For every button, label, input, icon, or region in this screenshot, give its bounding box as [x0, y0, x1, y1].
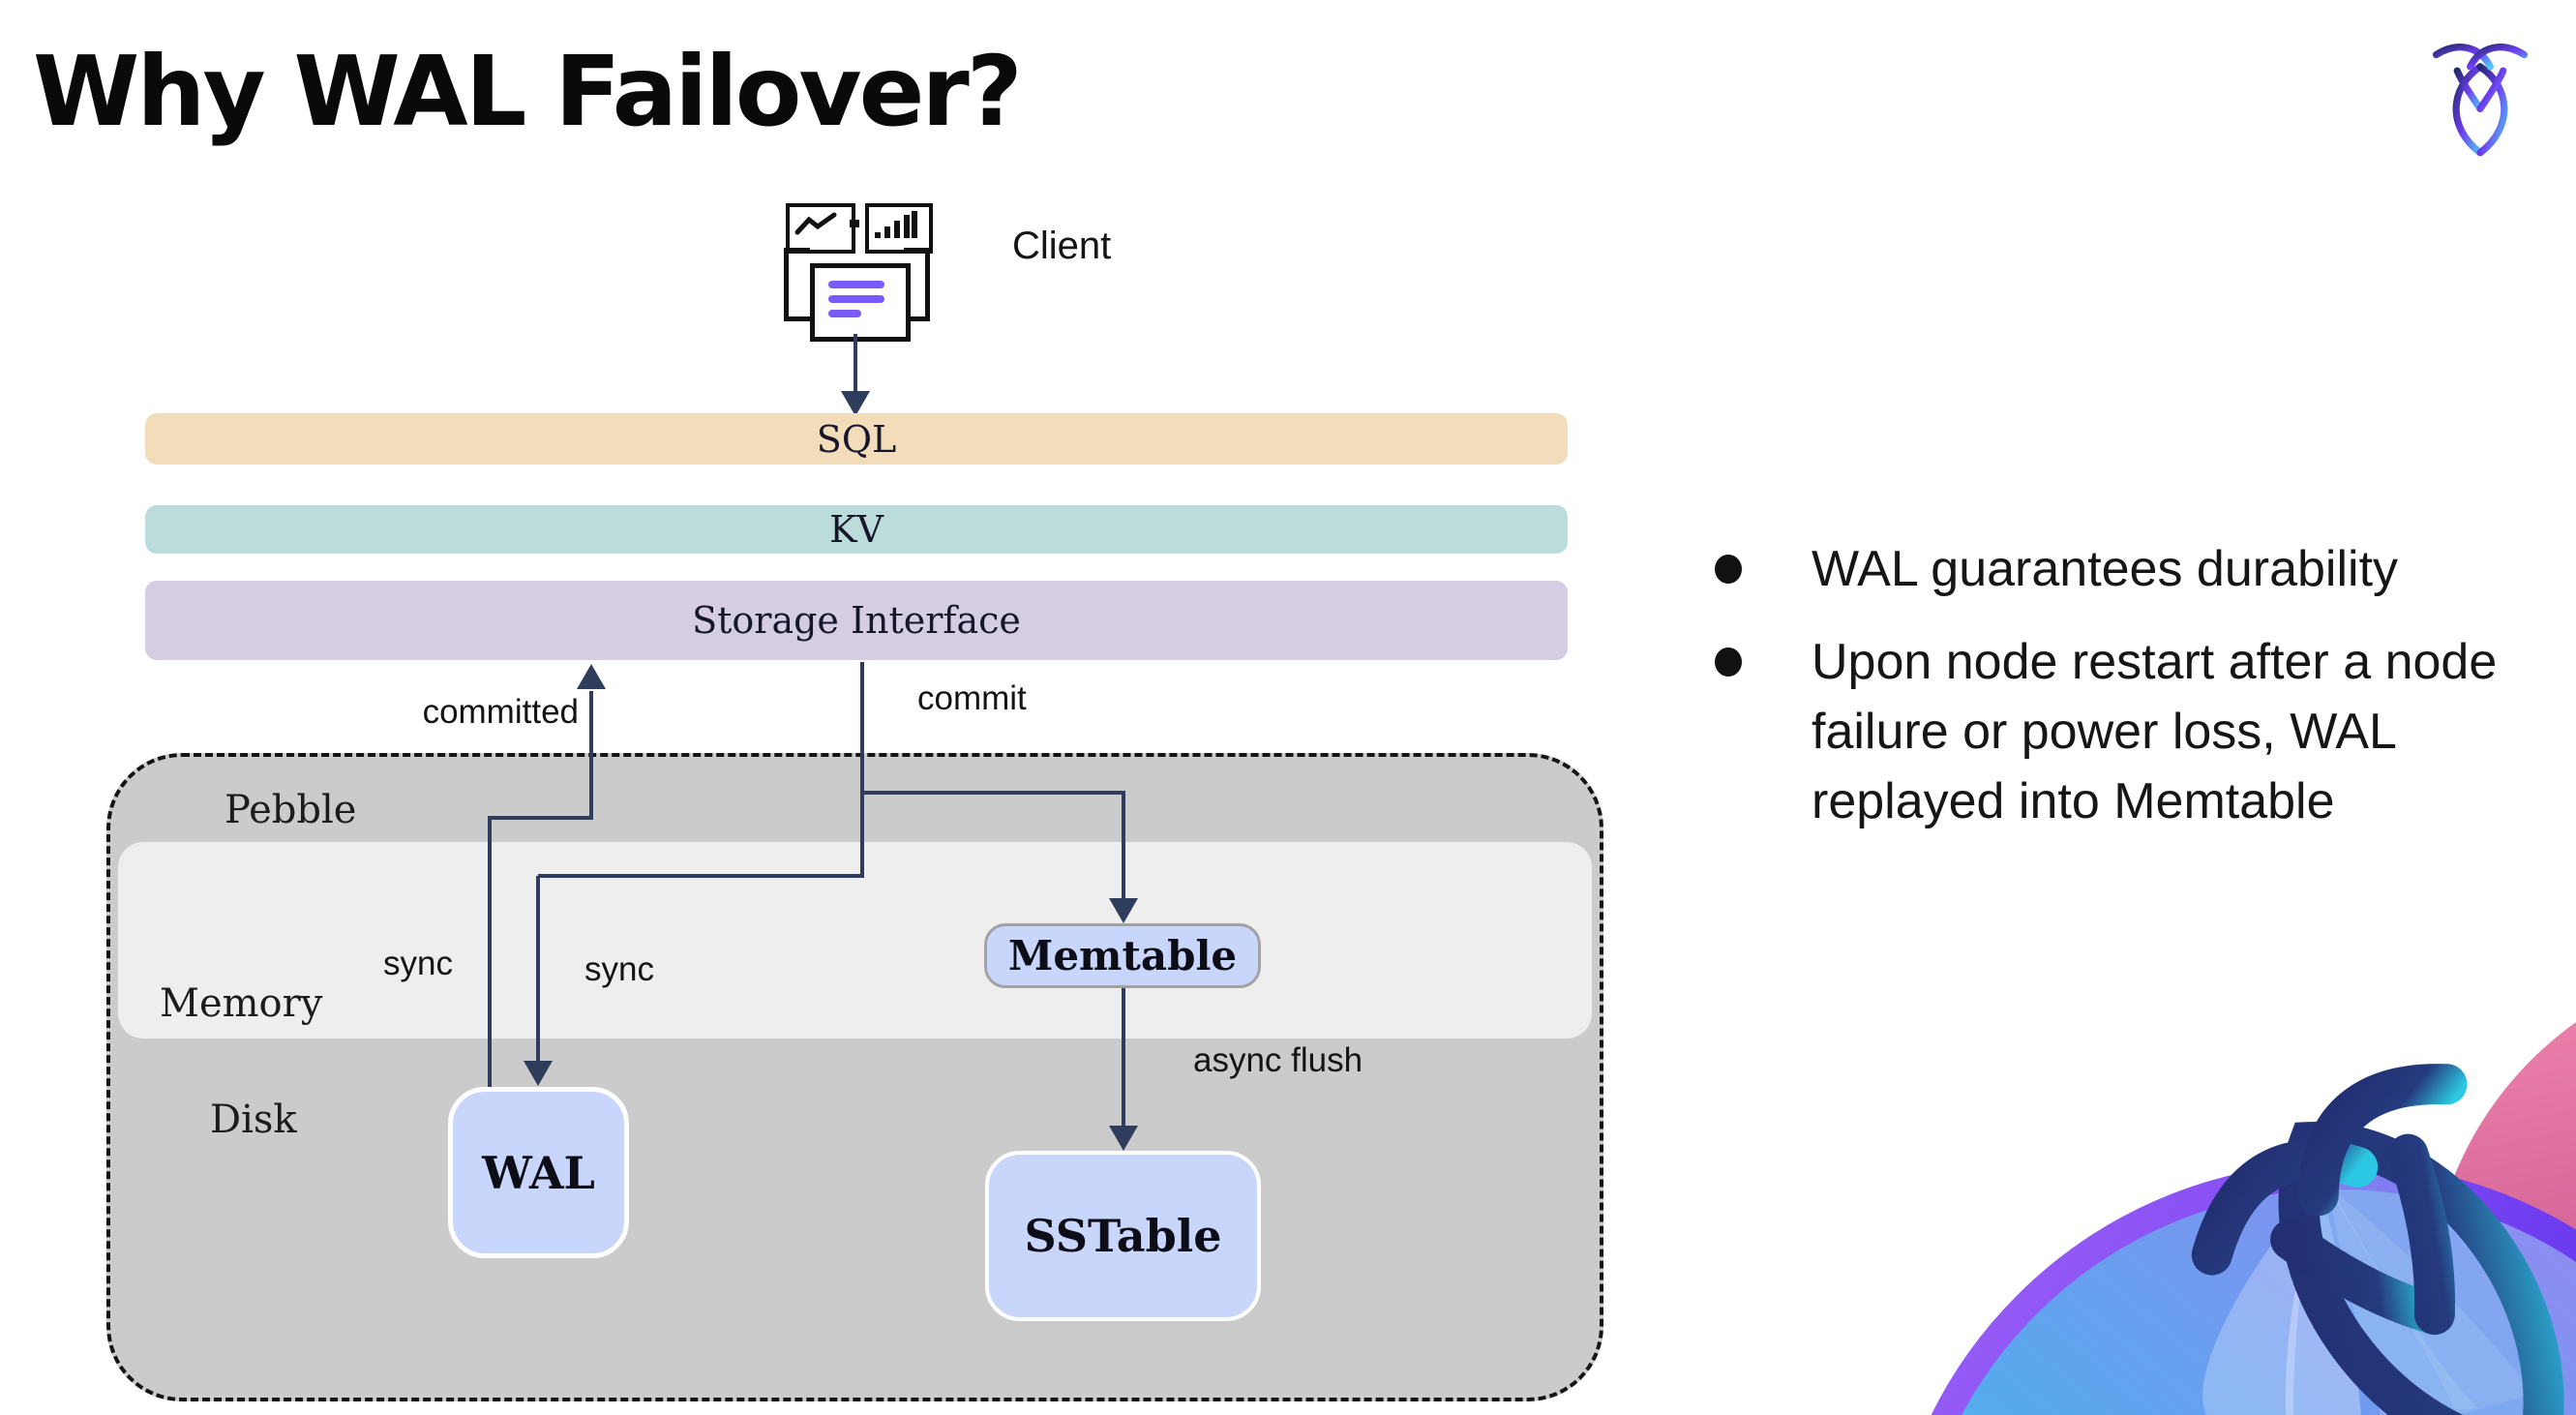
- art-roach-glyph: [2191, 1064, 2564, 1415]
- edge-label-commit: commit: [917, 679, 1027, 717]
- edge-sync-horizontal: [538, 874, 864, 878]
- edge-client-to-sql-line: [854, 334, 857, 392]
- client-bracket-right-icon: [904, 248, 930, 321]
- edge-label-sync-right: sync: [584, 950, 654, 988]
- layer-bar-kv: KV: [145, 505, 1568, 554]
- client-label: Client: [1012, 225, 1112, 267]
- node-memtable: Memtable: [984, 923, 1261, 988]
- document-line: [828, 295, 884, 303]
- memory-label: Memory: [160, 981, 323, 1026]
- bullet-item: Upon node restart after a node failure o…: [1715, 627, 2547, 836]
- bullet-text: WAL guarantees durability: [1812, 541, 2399, 597]
- page-title: Why WAL Failover?: [33, 35, 1023, 148]
- edge-sync-to-wal-line: [536, 876, 540, 1062]
- edge-commit-line-vertical: [860, 662, 864, 878]
- client-document-icon: [810, 263, 911, 342]
- edge-committed-horizontal: [488, 816, 593, 820]
- client-linechart-icon: [786, 203, 855, 254]
- cockroachdb-logo-icon: [2432, 44, 2529, 157]
- edge-memtable-arrowhead: [1109, 898, 1138, 923]
- document-line: [828, 281, 884, 288]
- layer-label-sql: SQL: [816, 417, 897, 461]
- edge-committed-from-wal-line: [488, 818, 492, 1087]
- edge-committed-vertical: [589, 691, 593, 820]
- bullet-text: Upon node restart after a node failure o…: [1812, 634, 2498, 829]
- layer-bar-sql: SQL: [145, 413, 1568, 465]
- layer-label-kv: KV: [829, 508, 884, 551]
- edge-commit-branch-horizontal: [860, 791, 1125, 795]
- node-wal: WAL: [448, 1087, 629, 1258]
- edge-commit-to-memtable-line: [1122, 793, 1125, 899]
- edge-wal-arrowhead: [524, 1061, 553, 1086]
- bullet-item: WAL guarantees durability: [1715, 534, 2547, 604]
- document-line: [828, 310, 861, 317]
- disk-label: Disk: [210, 1098, 297, 1142]
- edge-label-committed: committed: [422, 693, 579, 731]
- bullet-dot-icon: [1715, 555, 1742, 584]
- node-sstable-label: SSTable: [1024, 1210, 1222, 1262]
- edge-client-to-sql-arrowhead: [841, 391, 870, 416]
- edge-flush-line: [1122, 988, 1125, 1128]
- memory-band: [118, 842, 1592, 1039]
- pebble-label: Pebble: [225, 788, 357, 832]
- layer-bar-storage-interface: Storage Interface: [145, 581, 1568, 660]
- brand-artwork: [1931, 1022, 2576, 1415]
- edge-label-async-flush: async flush: [1193, 1041, 1363, 1079]
- client-icon-connector: [850, 220, 859, 227]
- edge-sstable-arrowhead: [1109, 1126, 1138, 1151]
- layer-label-storage-interface: Storage Interface: [692, 599, 1021, 642]
- edge-label-sync-left: sync: [383, 945, 453, 982]
- node-wal-label: WAL: [482, 1146, 595, 1199]
- node-memtable-label: Memtable: [1007, 932, 1238, 979]
- edge-storage-arrowhead-up: [577, 664, 606, 689]
- client-barchart-icon: [865, 203, 933, 254]
- node-sstable: SSTable: [985, 1151, 1261, 1321]
- bullet-dot-icon: [1715, 647, 1742, 677]
- client-bracket-left-icon: [784, 248, 810, 321]
- bullet-list: WAL guarantees durability Upon node rest…: [1715, 534, 2547, 859]
